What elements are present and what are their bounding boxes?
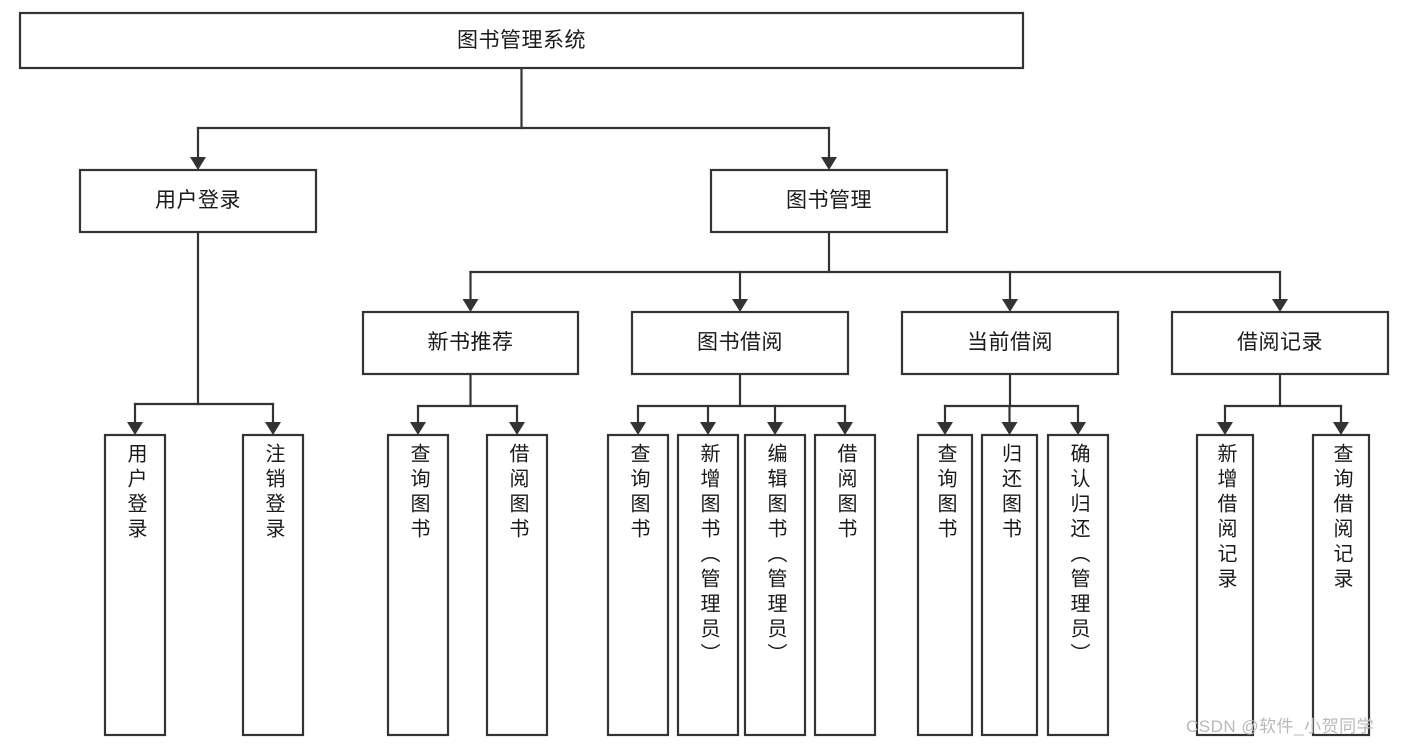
node-box-book-borrow[interactable]	[630, 310, 850, 376]
node-box-leaf-borrow-book-2[interactable]	[813, 433, 877, 737]
arrow-head-icon	[767, 422, 783, 435]
node-box-current-borrow[interactable]	[900, 310, 1120, 376]
arrow-head-icon	[837, 422, 853, 435]
arrow-head-icon	[821, 157, 837, 170]
arrow-head-icon	[1217, 422, 1233, 435]
arrow-head-icon	[509, 422, 525, 435]
arrow-head-icon	[127, 422, 143, 435]
arrow-head-icon	[190, 157, 206, 170]
csdn-watermark: CSDN @软件_小贺同学	[1186, 717, 1375, 736]
arrow-head-icon	[462, 299, 479, 312]
node-box-leaf-query-book-2[interactable]	[606, 433, 670, 737]
node-box-book-manage[interactable]	[709, 168, 949, 234]
node-box-leaf-confirm-return[interactable]	[1046, 433, 1110, 737]
arrow-head-icon	[1002, 299, 1018, 312]
node-box-leaf-return-book[interactable]	[980, 433, 1039, 737]
arrow-head-icon	[410, 422, 426, 435]
arrow-head-icon	[732, 299, 748, 312]
node-box-leaf-add-book[interactable]	[676, 433, 740, 737]
arrow-head-icon	[1272, 299, 1288, 312]
node-box-leaf-query-book-3[interactable]	[916, 433, 974, 737]
node-box-leaf-logout[interactable]	[241, 433, 305, 737]
node-box-new-book-rec[interactable]	[361, 310, 580, 376]
arrow-head-icon	[1333, 422, 1349, 435]
arrow-head-icon	[265, 422, 281, 435]
node-box-borrow-record[interactable]	[1170, 310, 1390, 376]
node-box-user-login[interactable]	[78, 168, 318, 234]
arrow-head-icon	[700, 422, 716, 435]
node-box-layer	[18, 11, 1390, 737]
node-box-leaf-add-record[interactable]	[1195, 433, 1255, 737]
node-box-leaf-user-login[interactable]	[103, 433, 167, 737]
node-box-leaf-query-book-1[interactable]	[386, 433, 450, 737]
arrow-head-icon	[630, 422, 646, 435]
arrow-head-icon	[937, 422, 953, 435]
arrow-head-icon	[1001, 422, 1018, 435]
node-box-leaf-query-record[interactable]	[1311, 433, 1371, 737]
node-box-leaf-edit-book[interactable]	[743, 433, 807, 737]
node-box-root[interactable]	[18, 11, 1025, 70]
node-box-leaf-borrow-book-1[interactable]	[485, 433, 549, 737]
arrow-head-icon	[1070, 422, 1086, 435]
connector-layer	[127, 66, 1349, 435]
